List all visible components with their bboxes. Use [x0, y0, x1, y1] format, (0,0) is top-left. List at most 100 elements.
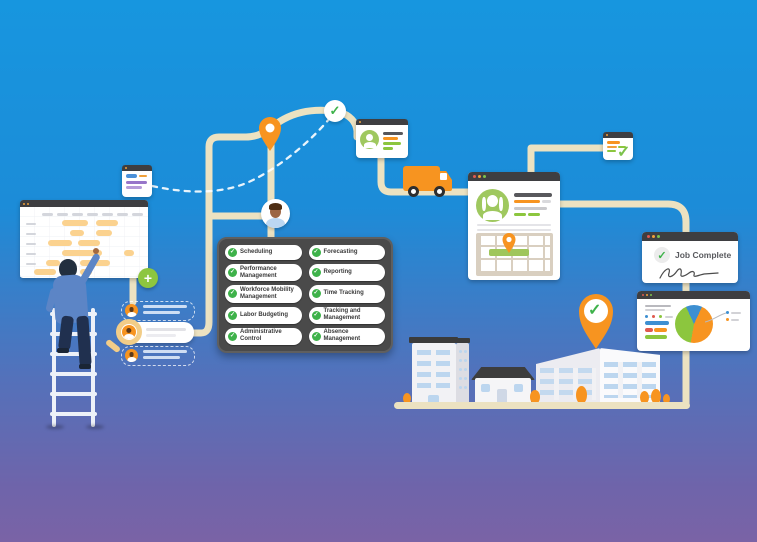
feature-label: Scheduling — [240, 249, 273, 256]
avatar-body — [124, 333, 134, 339]
truck-wheel — [408, 186, 419, 197]
window-dot — [652, 235, 655, 238]
profile-avatar-icon — [360, 130, 379, 149]
feature-label: Time Tracking — [323, 290, 364, 297]
ladder-rung — [50, 372, 97, 376]
divider-line — [477, 229, 551, 231]
customer-profile-card — [468, 172, 560, 280]
row-label-dash — [26, 253, 36, 255]
building-windows — [604, 362, 656, 398]
window-dot — [657, 235, 660, 238]
col-header-dash — [42, 213, 53, 216]
feature-pill: ✓Tracking and Management — [308, 306, 385, 324]
analytics-card — [637, 291, 750, 351]
ladder-rail — [91, 308, 95, 427]
feature-label: Labor Budgeting — [240, 311, 288, 318]
schedule-block — [46, 260, 60, 266]
schedule-board — [20, 200, 148, 278]
avatar-figure — [363, 142, 376, 148]
purple-text-line — [126, 181, 147, 184]
bar-green — [645, 335, 667, 339]
feature-pill: ✓Forecasting — [308, 245, 385, 260]
employee-text-line — [143, 311, 180, 314]
check-icon: ✓ — [617, 144, 631, 161]
employee-avatar-icon — [125, 349, 138, 362]
building-windows — [540, 368, 596, 400]
divider-line — [477, 224, 551, 226]
avatar-figure — [483, 211, 502, 220]
check-icon: ✓ — [311, 268, 321, 278]
window-dot — [646, 294, 648, 296]
feature-label: Performance Management — [240, 265, 277, 279]
window-bar — [642, 232, 738, 241]
employee-text-line — [146, 328, 186, 331]
tower-windows — [459, 350, 462, 353]
building-windows — [417, 350, 450, 392]
note-text-line — [607, 141, 620, 144]
job-complete-label: Job Complete — [675, 250, 732, 260]
house-window — [481, 384, 490, 392]
window-bar — [468, 172, 560, 181]
feature-pill: ✓Absence Management — [308, 327, 385, 345]
col-header-dash — [132, 213, 143, 216]
location-pin-icon — [259, 117, 281, 151]
schedule-block — [62, 250, 102, 256]
window-dot — [650, 294, 652, 296]
employee-text-line — [143, 350, 187, 353]
tree-icon — [663, 394, 670, 404]
notification-card: ✓ — [603, 132, 633, 161]
schedule-block — [78, 240, 100, 246]
legend-dot — [652, 315, 655, 318]
building-roof — [455, 338, 470, 343]
house-roof — [471, 367, 535, 380]
window-dot — [642, 294, 644, 296]
blue-button-shape — [126, 174, 137, 178]
profile-avatar-icon — [476, 189, 509, 222]
profile-text-line — [383, 137, 398, 140]
check-icon: ✓ — [588, 302, 602, 319]
job-complete-card: ✓ Job Complete — [642, 232, 738, 283]
avatar-figure — [499, 197, 503, 211]
window-dot — [473, 175, 476, 178]
note-text-line — [618, 146, 626, 148]
profile-text-line — [528, 213, 540, 216]
legend-dash — [665, 315, 673, 318]
feature-pill: ✓Reporting — [308, 264, 385, 282]
window-dot — [23, 202, 25, 205]
profile-text-line — [383, 142, 401, 145]
feature-label: Administrative Control — [240, 329, 282, 343]
profile-text-line — [542, 200, 551, 203]
add-button: + — [138, 268, 158, 288]
window-dot — [359, 121, 361, 123]
window-bar — [122, 165, 152, 171]
col-header-dash — [72, 213, 83, 216]
feature-pill: ✓Time Tracking — [308, 285, 385, 303]
profile-text-line — [383, 132, 403, 135]
check-icon: ✓ — [228, 268, 237, 278]
ladder-rung — [50, 392, 97, 396]
window-dot — [478, 175, 481, 178]
feature-pill: ✓Workforce Mobility Management — [225, 285, 302, 303]
tree-icon — [576, 386, 587, 404]
route-check-badge: ✓ — [324, 100, 346, 122]
row-label-dash — [26, 243, 36, 245]
truck-window — [440, 173, 447, 180]
plus-icon: + — [143, 270, 153, 286]
avatar-hair — [269, 203, 282, 210]
avatar-head — [129, 351, 134, 357]
avatar-body — [126, 312, 137, 317]
profile-text-line — [514, 213, 526, 216]
avatar-shirt — [266, 218, 285, 228]
tree-icon — [530, 390, 540, 404]
employee-text-line — [143, 305, 187, 308]
employee-row — [121, 301, 195, 321]
house-door — [497, 389, 507, 405]
check-icon: ✓ — [657, 249, 667, 262]
window-bar — [356, 119, 408, 125]
legend-dot — [645, 315, 648, 318]
tree-icon — [651, 389, 661, 404]
worker-hand — [93, 248, 99, 254]
callout-dot — [726, 311, 729, 314]
legend-dot — [659, 315, 662, 318]
row-label-dash — [26, 223, 36, 225]
